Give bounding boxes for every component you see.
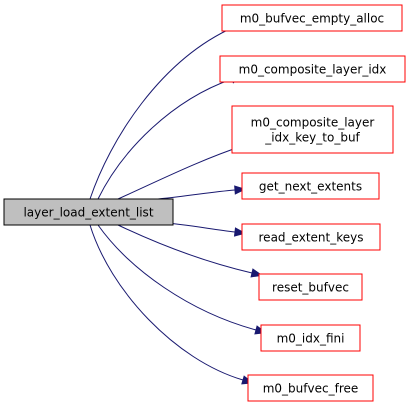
- edge-line: [97, 224, 257, 331]
- source-function-label: layer_load_extent_list: [23, 206, 153, 220]
- source-function-node[interactable]: layer_load_extent_list: [3, 198, 174, 226]
- call-nodes: layer_load_extent_list m0_bufvec_empty_al…: [3, 4, 406, 402]
- call-edge-8: [89, 224, 254, 385]
- callee-label: m0_idx_fini: [277, 332, 345, 346]
- callee-label: m0_bufvec_free: [263, 382, 359, 396]
- callee-label: m0_composite_layer_idx: [239, 63, 387, 77]
- callee-node-5[interactable]: read_extent_keys: [241, 223, 381, 251]
- call-edge-4: [157, 185, 247, 200]
- callee-label: reset_bufvec: [272, 281, 349, 295]
- arrowhead-icon: [233, 227, 247, 237]
- edge-line: [117, 224, 253, 274]
- callee-node-2[interactable]: m0_composite_layer_idx: [219, 55, 406, 83]
- callee-label: m0_composite_layer: [251, 116, 375, 130]
- callee-node-6[interactable]: reset_bufvec: [258, 273, 363, 301]
- call-edge-2: [97, 74, 243, 200]
- callee-node-3[interactable]: m0_composite_layer_idx_key_to_buf: [231, 105, 394, 154]
- callee-label: _idx_key_to_buf: [264, 131, 360, 145]
- arrowhead-icon: [234, 185, 247, 195]
- callee-node-4[interactable]: get_next_extents: [241, 172, 380, 200]
- edge-line: [89, 224, 244, 381]
- callee-label: read_extent_keys: [259, 231, 364, 245]
- callee-label: get_next_extents: [259, 180, 362, 194]
- callee-node-7[interactable]: m0_idx_fini: [260, 324, 361, 352]
- edge-line: [157, 189, 236, 200]
- callee-node-8[interactable]: m0_bufvec_free: [247, 374, 374, 402]
- callee-node-1[interactable]: m0_bufvec_empty_alloc: [221, 4, 403, 32]
- callee-label: m0_bufvec_empty_alloc: [240, 12, 384, 26]
- call-edge-7: [97, 224, 267, 335]
- edge-line: [97, 78, 233, 200]
- edge-line: [117, 144, 246, 200]
- edge-line: [89, 26, 235, 200]
